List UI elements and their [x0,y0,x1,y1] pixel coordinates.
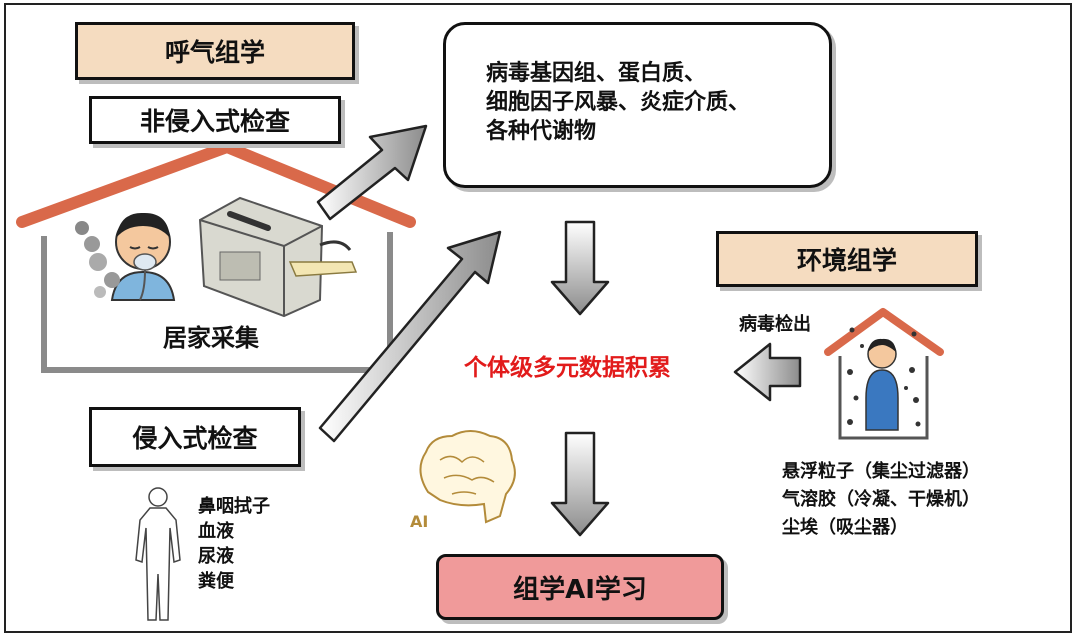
sample-item: 血液 [198,521,234,542]
environmental-box: 环境组学 [716,231,978,287]
biomarkers-box: 病毒基因组、蛋白质、 细胞因子风暴、炎症介质、 各种代谢物 [443,22,832,188]
biomarker-line: 细胞因子风暴、炎症介质、 [486,90,751,115]
sample-item: 尿液 [198,546,234,567]
diagram-frame [4,3,1072,633]
accumulation-label: 个体级多元数据积累 [464,355,671,381]
arrow-down-accumulation-to-ai [550,431,610,537]
biomarker-line: 病毒基因组、蛋白质、 [486,61,707,86]
env-sample-item: 尘埃（吸尘器） [782,517,908,538]
arrow-invasive-to-biomarkers [318,230,502,443]
ai-label: AI [410,512,429,531]
samples-list: 鼻咽拭子 血液 尿液 粪便 [198,494,270,594]
patient-icon [110,212,176,301]
biomarker-line: 各种代谢物 [486,119,597,144]
env-sample-item: 悬浮粒子（集尘过滤器） [782,461,980,482]
sample-item: 粪便 [198,571,234,592]
noninvasive-box: 非侵入式检查 [89,96,341,144]
breath-puff-icon [75,221,120,298]
virus-detection-label: 病毒检出 [739,314,811,335]
arrow-env-to-accumulation [733,342,802,402]
home-collection-label: 居家采集 [163,324,259,352]
nebulizer-device-icon [198,196,358,318]
invasive-box: 侵入式检查 [89,407,301,467]
env-sample-item: 气溶胶（冷凝、干燥机） [782,489,980,510]
arrow-home-to-biomarkers [316,124,428,221]
sample-item: 鼻咽拭子 [198,496,270,517]
env-samples-list: 悬浮粒子（集尘过滤器） 气溶胶（冷凝、干燥机） 尘埃（吸尘器） [782,458,980,542]
brain-icon [419,430,516,524]
human-body-icon [135,487,181,621]
arrow-down-biomarkers-to-accumulation [550,220,610,316]
breathomics-box: 呼气组学 [75,22,355,80]
env-house-icon [824,308,944,440]
omics-ai-box: 组学AI学习 [436,554,724,620]
